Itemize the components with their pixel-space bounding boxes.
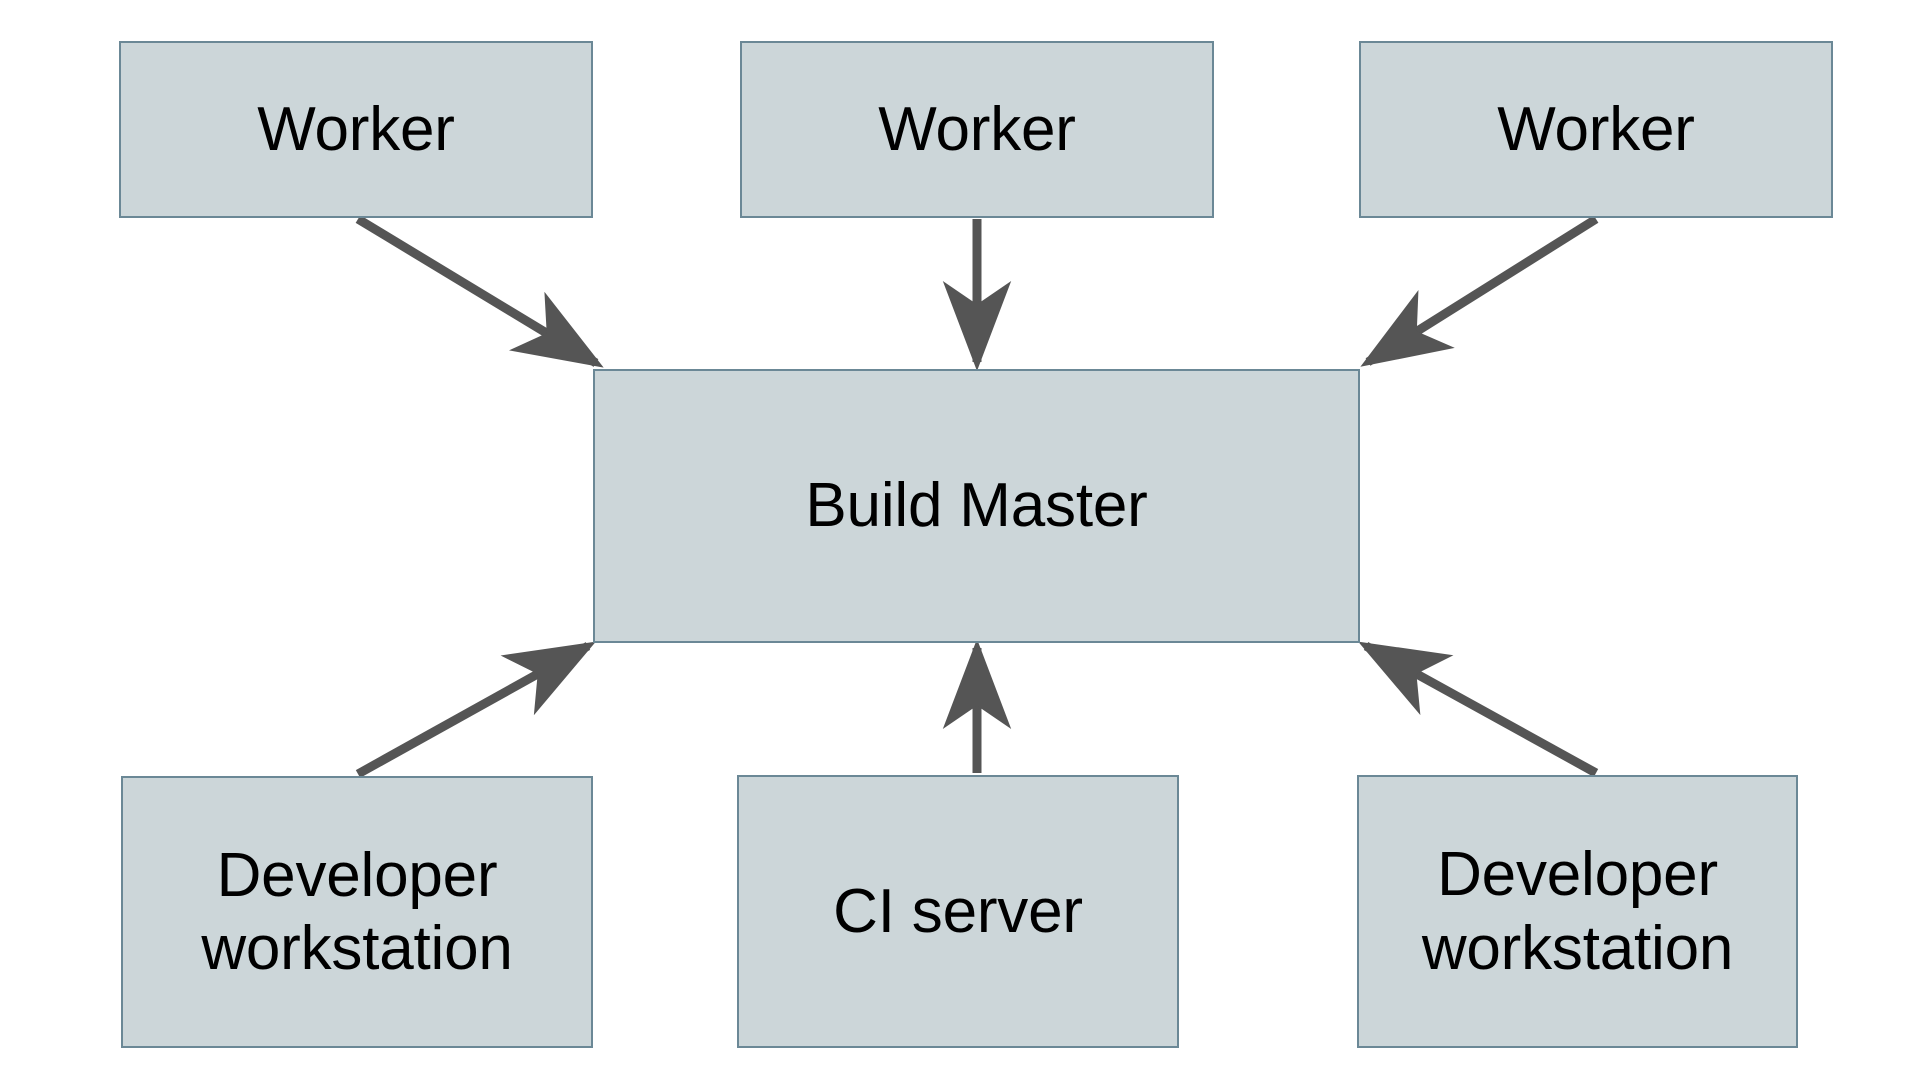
node-ci-server-label: CI server bbox=[833, 876, 1083, 946]
node-build-master-label: Build Master bbox=[805, 471, 1148, 541]
node-developer-workstation-right-label: Developer workstation bbox=[1421, 840, 1734, 983]
edge-dev-left-to-build-master bbox=[355, 641, 596, 778]
node-developer-workstation-left-label: Developer workstation bbox=[201, 840, 513, 983]
node-developer-workstation-right[interactable]: Developer workstation bbox=[1357, 775, 1798, 1048]
node-worker-3[interactable]: Worker bbox=[1359, 41, 1833, 218]
node-worker-1[interactable]: Worker bbox=[119, 41, 593, 218]
edge-dev-right-to-build-master bbox=[1358, 641, 1599, 777]
edge-worker-3-to-build-master bbox=[1360, 215, 1599, 367]
node-build-master[interactable]: Build Master bbox=[593, 369, 1360, 643]
edge-worker-1-to-build-master bbox=[355, 215, 604, 368]
node-worker-2[interactable]: Worker bbox=[740, 41, 1214, 218]
node-developer-workstation-left[interactable]: Developer workstation bbox=[121, 776, 593, 1048]
node-ci-server[interactable]: CI server bbox=[737, 775, 1179, 1048]
node-worker-1-label: Worker bbox=[257, 94, 455, 164]
node-worker-3-label: Worker bbox=[1497, 94, 1695, 164]
node-worker-2-label: Worker bbox=[878, 94, 1076, 164]
